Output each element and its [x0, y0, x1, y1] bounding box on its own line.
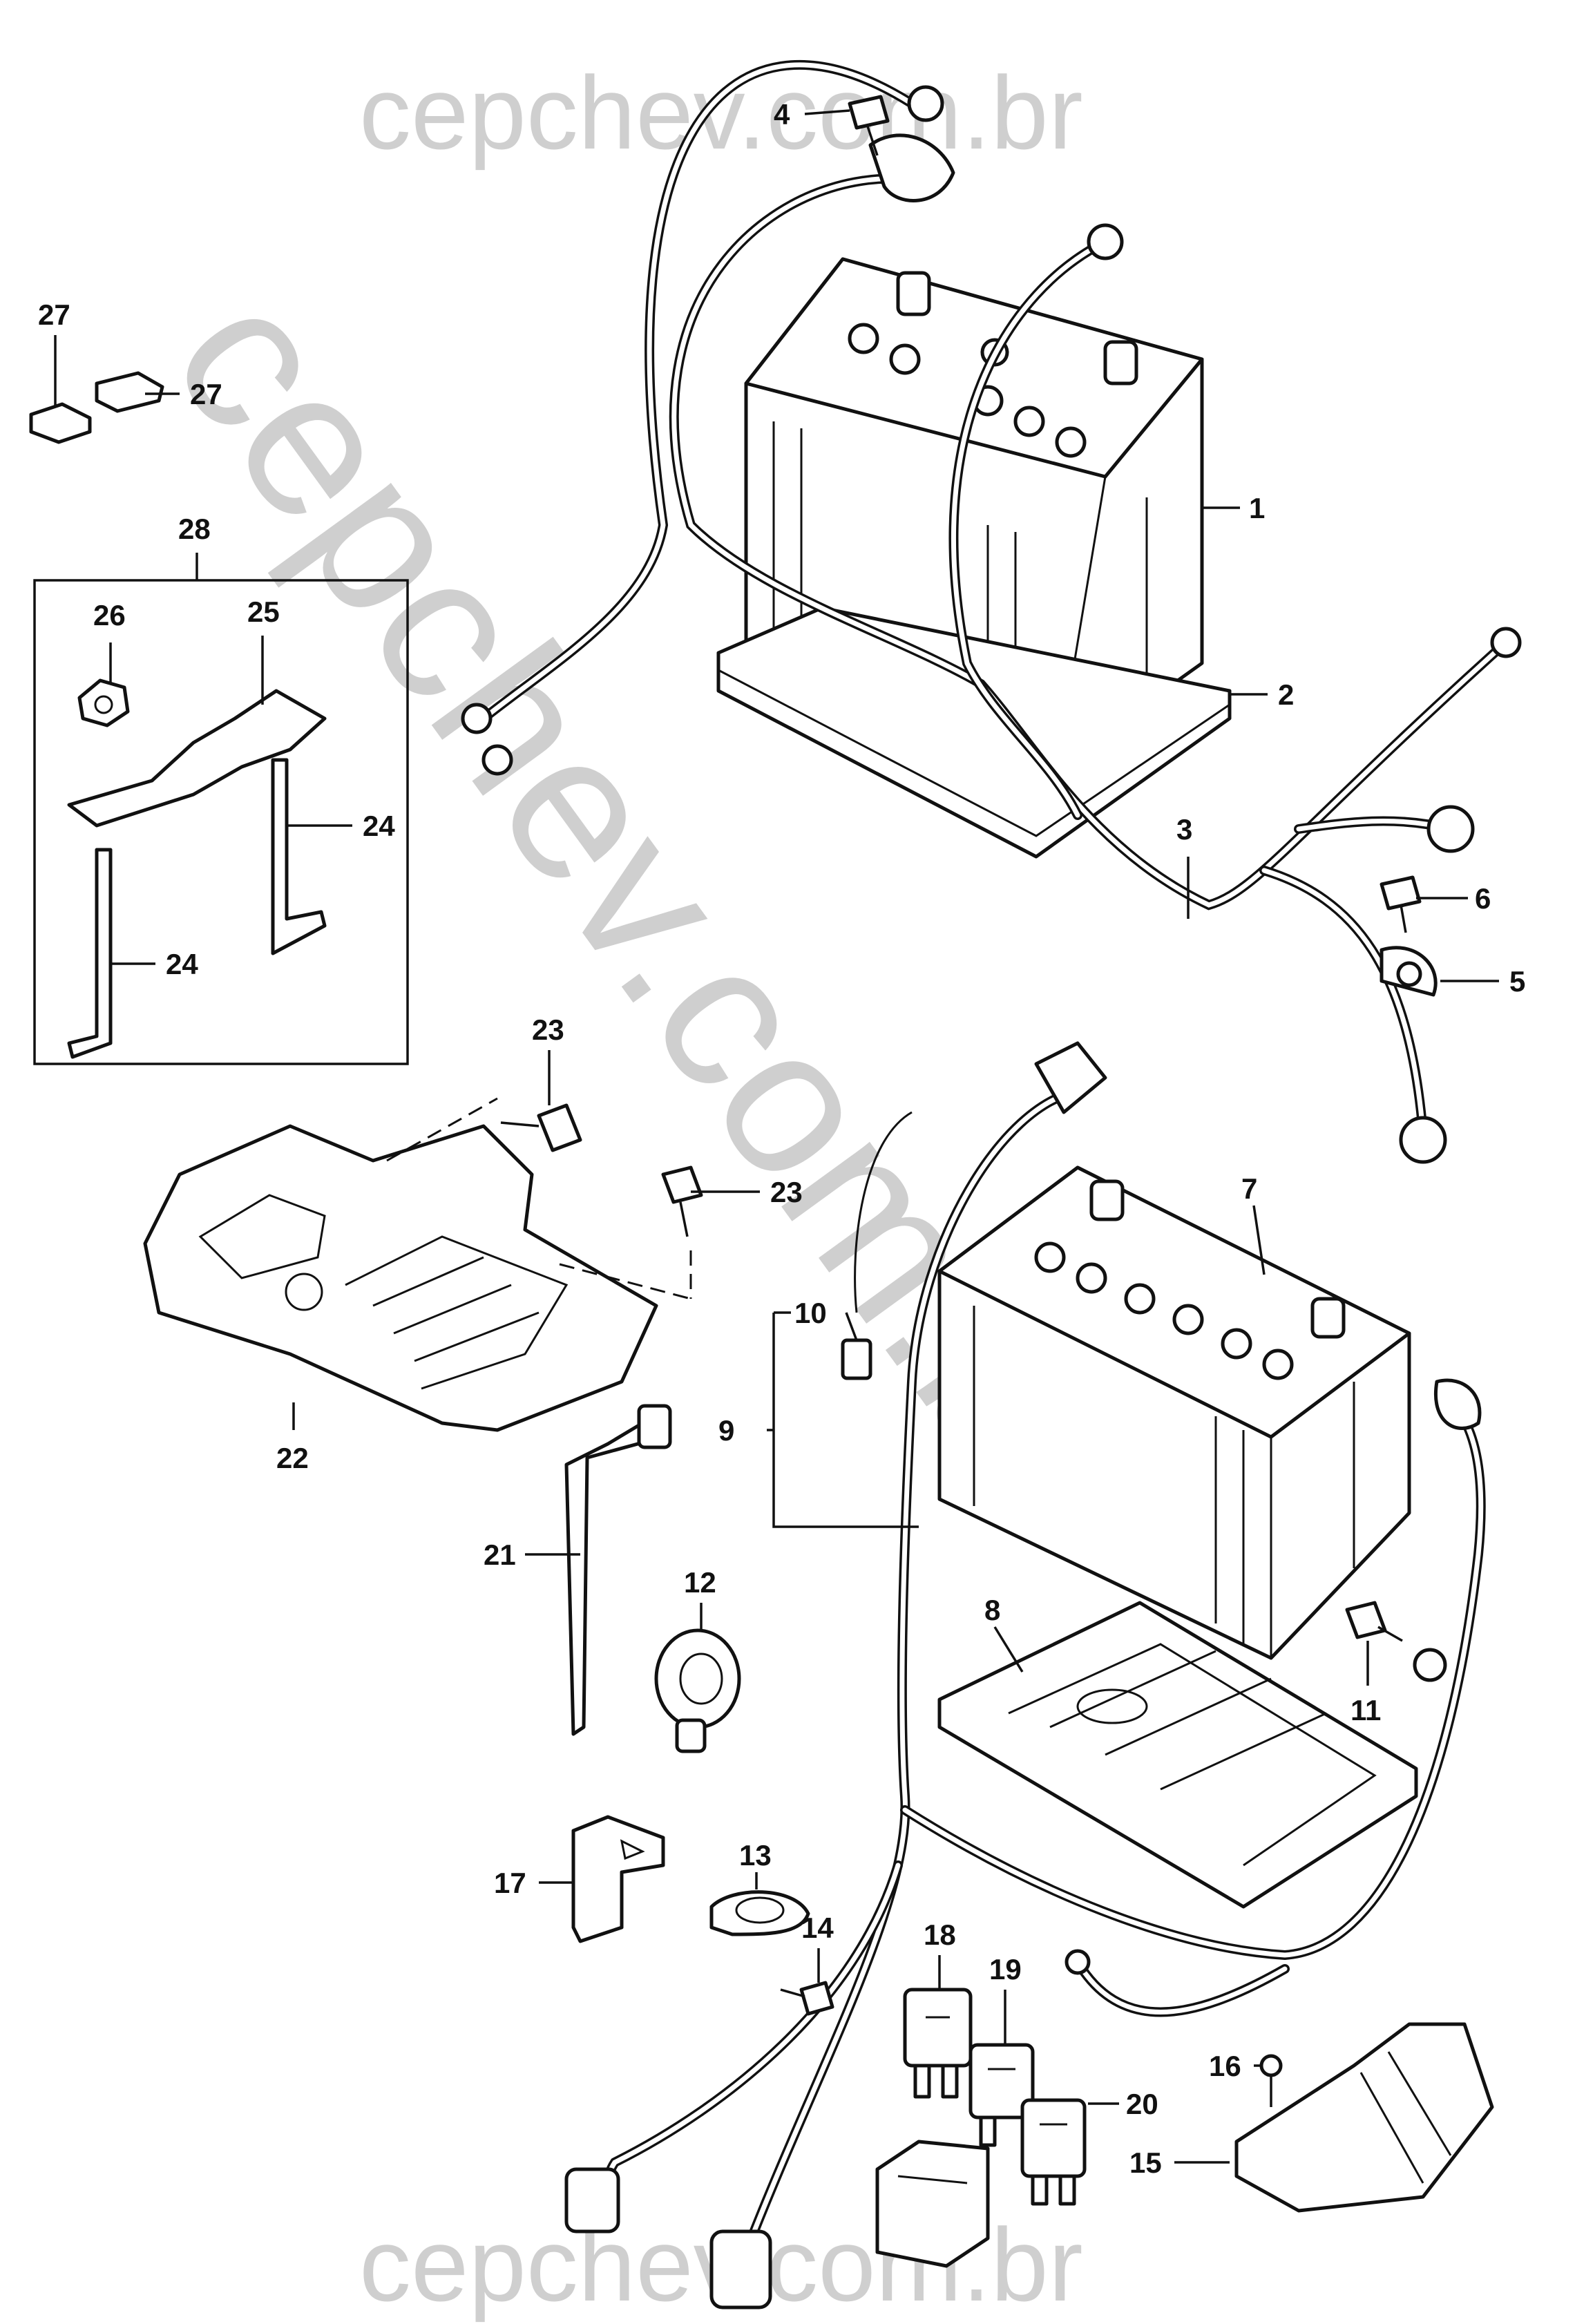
- callout-6: 6: [1475, 882, 1491, 915]
- callout-8: 8: [984, 1594, 1000, 1626]
- bracket-15: [1234, 2022, 1494, 2213]
- callout-9: 9: [718, 1414, 734, 1447]
- callout-4: 4: [774, 98, 790, 131]
- callout-25: 25: [247, 596, 280, 628]
- screw-16: [1259, 2054, 1283, 2107]
- clamp-25: [67, 689, 327, 828]
- callout-28: 28: [178, 513, 211, 545]
- clip-5: [1380, 946, 1438, 997]
- watermark-top: cepchev.com.br: [359, 55, 1083, 171]
- hold-down-rod-24a: [67, 848, 113, 1059]
- callout-27a: 27: [38, 298, 70, 331]
- callout-7: 7: [1241, 1172, 1257, 1205]
- callout-23a: 23: [532, 1013, 564, 1046]
- callout-14: 14: [801, 1912, 834, 1944]
- bolt-4: [848, 95, 890, 156]
- clip-27a: [29, 402, 92, 444]
- callout-labels: 1 2 3 4 5 6 7 8 9 10 11 12 13 14 15 16 1…: [38, 98, 1525, 2179]
- bolt-6: [1380, 875, 1422, 933]
- callout-10: 10: [794, 1297, 827, 1329]
- nut-26: [77, 678, 130, 727]
- relay-19: [968, 2043, 1035, 2147]
- callout-12: 12: [684, 1566, 716, 1599]
- relay-18: [903, 1988, 973, 2099]
- relay-20: [1020, 2098, 1087, 2206]
- callout-23b: 23: [770, 1176, 803, 1208]
- callout-11: 11: [1350, 1694, 1381, 1726]
- battery-cable-3: [461, 59, 1522, 1164]
- callout-21: 21: [484, 1539, 516, 1571]
- callout-26: 26: [93, 599, 126, 631]
- callout-27b: 27: [190, 378, 222, 410]
- callout-17: 17: [494, 1867, 526, 1899]
- battery-tray-8: [937, 1601, 1418, 1909]
- callout-16: 16: [1209, 2050, 1241, 2082]
- callout-3: 3: [1176, 813, 1192, 846]
- bolt-14: [780, 1981, 834, 2016]
- wire-harness-9: [564, 1041, 1486, 2309]
- callout-13: 13: [739, 1839, 772, 1871]
- bolt-23a: [500, 1103, 582, 1152]
- bolt-11: [1345, 1601, 1403, 1642]
- clamp-13: [709, 1890, 810, 1936]
- hold-down-rod-24b: [271, 758, 327, 955]
- callout-22: 22: [276, 1442, 309, 1474]
- callout-18: 18: [924, 1918, 956, 1951]
- bolt-23b: [661, 1165, 703, 1237]
- battery-7: [937, 1165, 1411, 1660]
- kit-frame-28: [33, 579, 409, 1065]
- callout-24b: 24: [363, 810, 395, 842]
- callout-1: 1: [1249, 492, 1265, 524]
- cable-tie-21: [564, 1404, 672, 1736]
- leader-lines: [54, 109, 1499, 2164]
- relay-box: [875, 2140, 990, 2268]
- callout-20: 20: [1126, 2088, 1158, 2120]
- clip-27b: [95, 371, 164, 413]
- callout-19: 19: [989, 1953, 1022, 1985]
- callout-24a: 24: [166, 948, 198, 980]
- callout-15: 15: [1129, 2146, 1162, 2179]
- grommet-12: [654, 1628, 741, 1753]
- bracket-17: [571, 1815, 665, 1943]
- battery-holder-22: [143, 1097, 692, 1432]
- callout-5: 5: [1509, 965, 1525, 998]
- callout-2: 2: [1278, 678, 1294, 711]
